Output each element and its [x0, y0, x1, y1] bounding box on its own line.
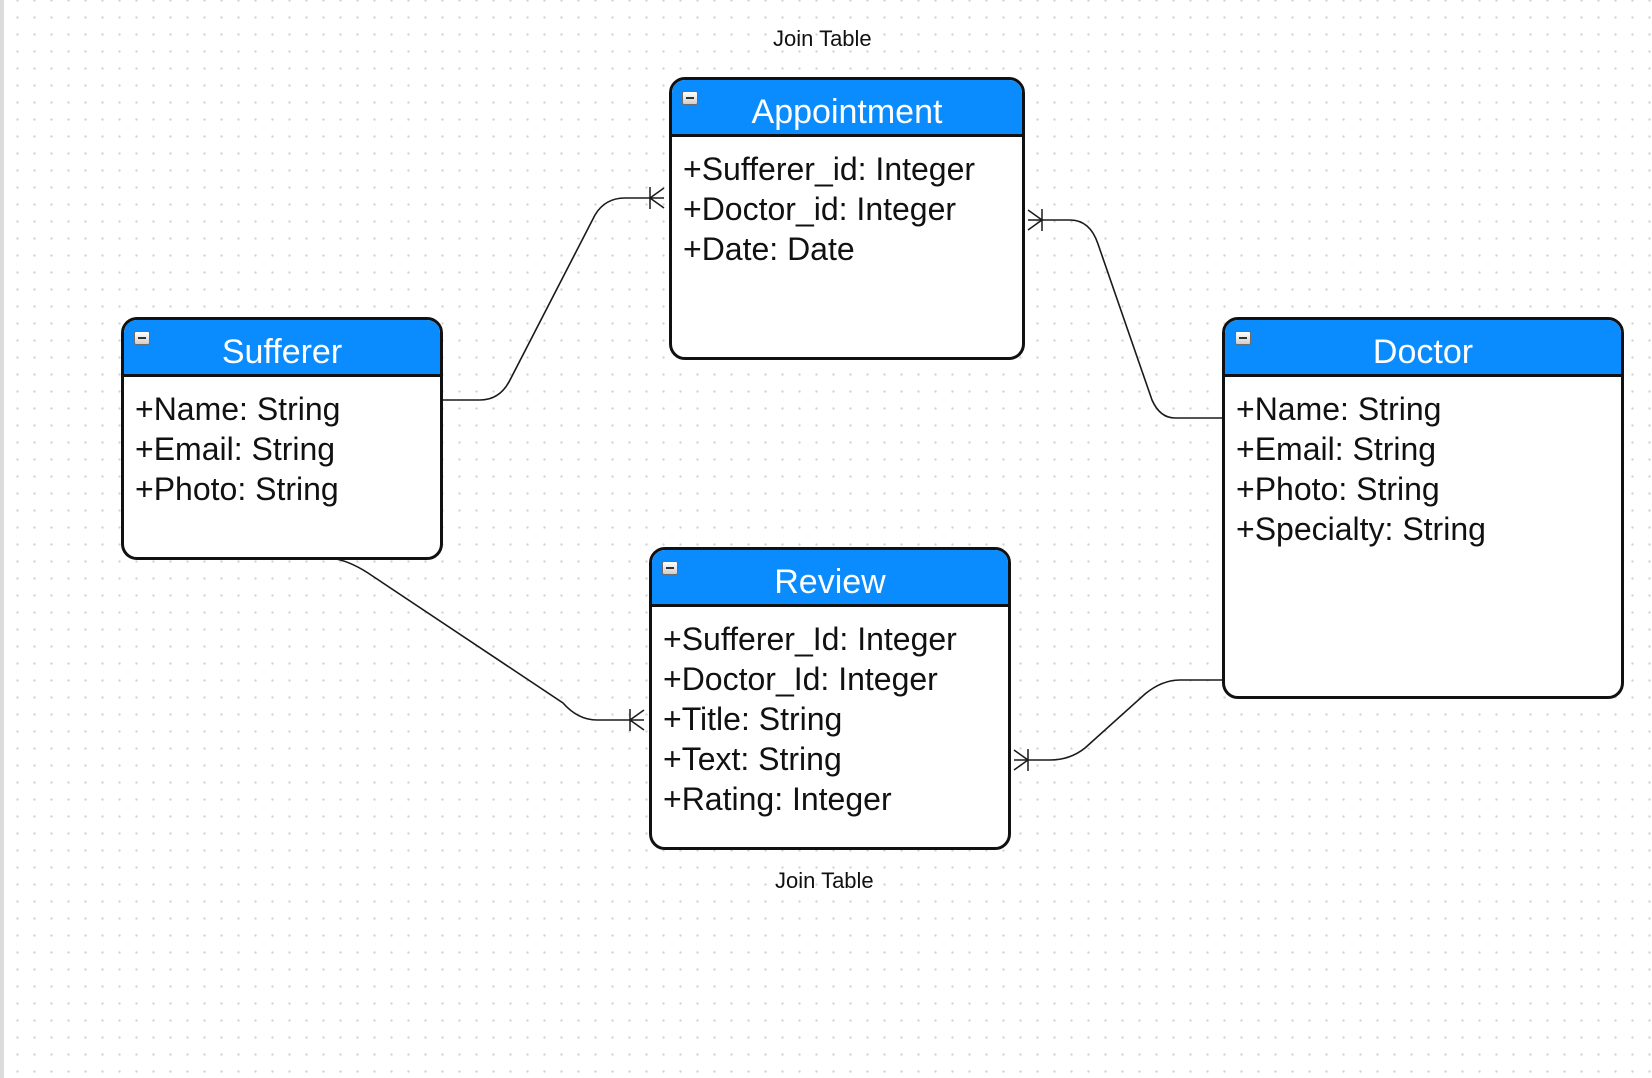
entity-title: Doctor: [1372, 333, 1474, 371]
attribute-list: +Sufferer_Id: Integer +Doctor_Id: Intege…: [652, 607, 1008, 819]
appointment-join-table-note: Join Table: [773, 26, 872, 51]
attribute: +Name: String: [1236, 391, 1442, 427]
collapse-icon[interactable]: [662, 561, 678, 575]
attribute: +Email: String: [1236, 431, 1437, 467]
attribute: +Doctor_Id: Integer: [663, 661, 938, 697]
canvas-left-edge: [0, 0, 4, 1078]
entity-header[interactable]: Sufferer: [124, 320, 440, 377]
attribute: +Doctor_id: Integer: [683, 191, 957, 227]
attribute-list: +Sufferer_id: Integer +Doctor_id: Intege…: [672, 137, 1022, 269]
entity-title: Review: [774, 563, 886, 601]
attribute: +Date: Date: [683, 231, 855, 267]
collapse-icon[interactable]: [134, 331, 150, 345]
entity-header[interactable]: Review: [652, 550, 1008, 607]
attribute-list: +Name: String +Email: String +Photo: Str…: [1225, 377, 1621, 549]
attribute: +Photo: String: [1236, 471, 1440, 507]
entity-title: Sufferer: [221, 333, 343, 371]
entity-title: Appointment: [751, 93, 943, 131]
connector-sufferer-review[interactable]: [329, 557, 644, 721]
entity-appointment[interactable]: Appointment +Sufferer_id: Integer +Docto…: [669, 77, 1025, 360]
crows-foot-review-left: [629, 709, 645, 731]
attribute: +Specialty: String: [1236, 511, 1486, 547]
attribute: +Sufferer_Id: Integer: [663, 621, 957, 657]
attribute: +Email: String: [135, 431, 336, 467]
entity-sufferer[interactable]: Sufferer +Name: String +Email: String +P…: [121, 317, 443, 560]
connector-doctor-appointment[interactable]: [1028, 219, 1226, 419]
crows-foot-appointment-right: [1027, 209, 1043, 231]
connector-sufferer-appointment[interactable]: [443, 197, 664, 401]
attribute: +Sufferer_id: Integer: [683, 151, 976, 187]
entity-header[interactable]: Appointment: [672, 80, 1022, 137]
attribute-list: +Name: String +Email: String +Photo: Str…: [124, 377, 440, 509]
entity-doctor[interactable]: Doctor +Name: String +Email: String +Pho…: [1222, 317, 1624, 699]
review-join-table-note: Join Table: [775, 868, 874, 893]
attribute: +Name: String: [135, 391, 341, 427]
attribute: +Title: String: [663, 701, 843, 737]
entity-header[interactable]: Doctor: [1225, 320, 1621, 377]
attribute: +Rating: Integer: [663, 781, 892, 817]
collapse-icon[interactable]: [1235, 331, 1251, 345]
connector-doctor-review[interactable]: [1014, 679, 1226, 761]
collapse-icon[interactable]: [682, 91, 698, 105]
attribute: +Text: String: [663, 741, 842, 777]
attribute: +Photo: String: [135, 471, 339, 507]
crows-foot-review-right: [1013, 749, 1029, 771]
entity-review[interactable]: Review +Sufferer_Id: Integer +Doctor_Id:…: [649, 547, 1011, 850]
crows-foot-appointment-left: [649, 187, 665, 209]
